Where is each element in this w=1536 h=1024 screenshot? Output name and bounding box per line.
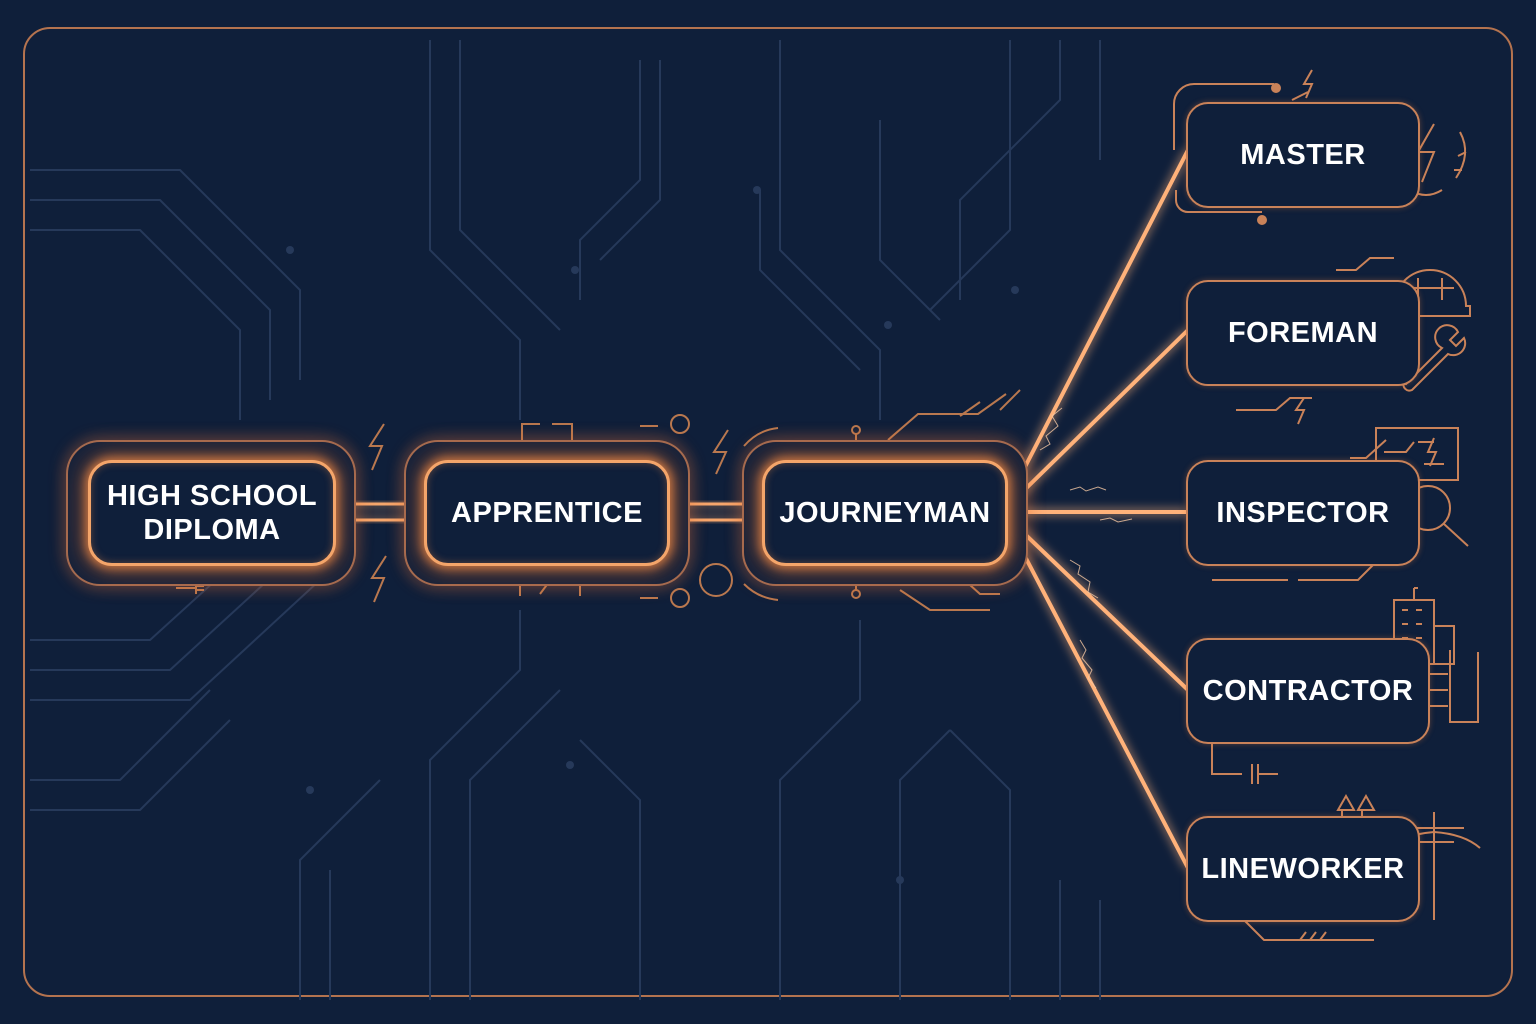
- lightning-icon: [1302, 69, 1314, 99]
- node-foreman: FOREMAN: [1186, 280, 1420, 386]
- lightning-icon: [370, 555, 387, 603]
- beam-lineworker: [1006, 523, 1190, 869]
- outer-frame: [23, 27, 1513, 997]
- circuit-switch-icon: [521, 423, 573, 440]
- lightning-icon: [712, 429, 729, 475]
- node-contractor-label: CONTRACTOR: [1202, 674, 1414, 707]
- node-high-school-diploma-label: HIGH SCHOOL DIPLOMA: [106, 480, 318, 546]
- gear-icon: [670, 414, 690, 434]
- node-lineworker: LINEWORKER: [1186, 816, 1420, 922]
- node-high-school-diploma: HIGH SCHOOL DIPLOMA: [88, 460, 336, 566]
- circuit-nodes: [286, 186, 1019, 884]
- beam-master: [1006, 149, 1190, 501]
- node-journeyman: JOURNEYMAN: [762, 460, 1008, 566]
- beam-contractor: [1006, 516, 1190, 692]
- node-inspector: INSPECTOR: [1186, 460, 1420, 566]
- beam-foreman: [1006, 328, 1190, 508]
- branch-beams: [1006, 149, 1190, 869]
- path-decorations: [176, 389, 1021, 611]
- node-master: MASTER: [1186, 102, 1420, 208]
- lightning-icon: [368, 423, 385, 471]
- node-foreman-label: FOREMAN: [1227, 316, 1379, 349]
- magnifier-schematic-icon: [1375, 427, 1469, 547]
- node-contractor: CONTRACTOR: [1186, 638, 1430, 744]
- beam-sparks: [1039, 407, 1133, 689]
- branch-decorations: [1173, 69, 1479, 941]
- node-journeyman-label: JOURNEYMAN: [779, 497, 991, 529]
- lightning-icon: [1294, 397, 1306, 425]
- gear-icon: [670, 588, 690, 608]
- node-apprentice-label: APPRENTICE: [451, 497, 643, 529]
- node-inspector-label: INSPECTOR: [1216, 496, 1390, 529]
- node-lineworker-label: LINEWORKER: [1201, 852, 1405, 885]
- node-master-label: MASTER: [1240, 138, 1366, 171]
- gear-icon: [699, 563, 733, 597]
- node-apprentice: APPRENTICE: [424, 460, 670, 566]
- plug-icon: [176, 582, 204, 594]
